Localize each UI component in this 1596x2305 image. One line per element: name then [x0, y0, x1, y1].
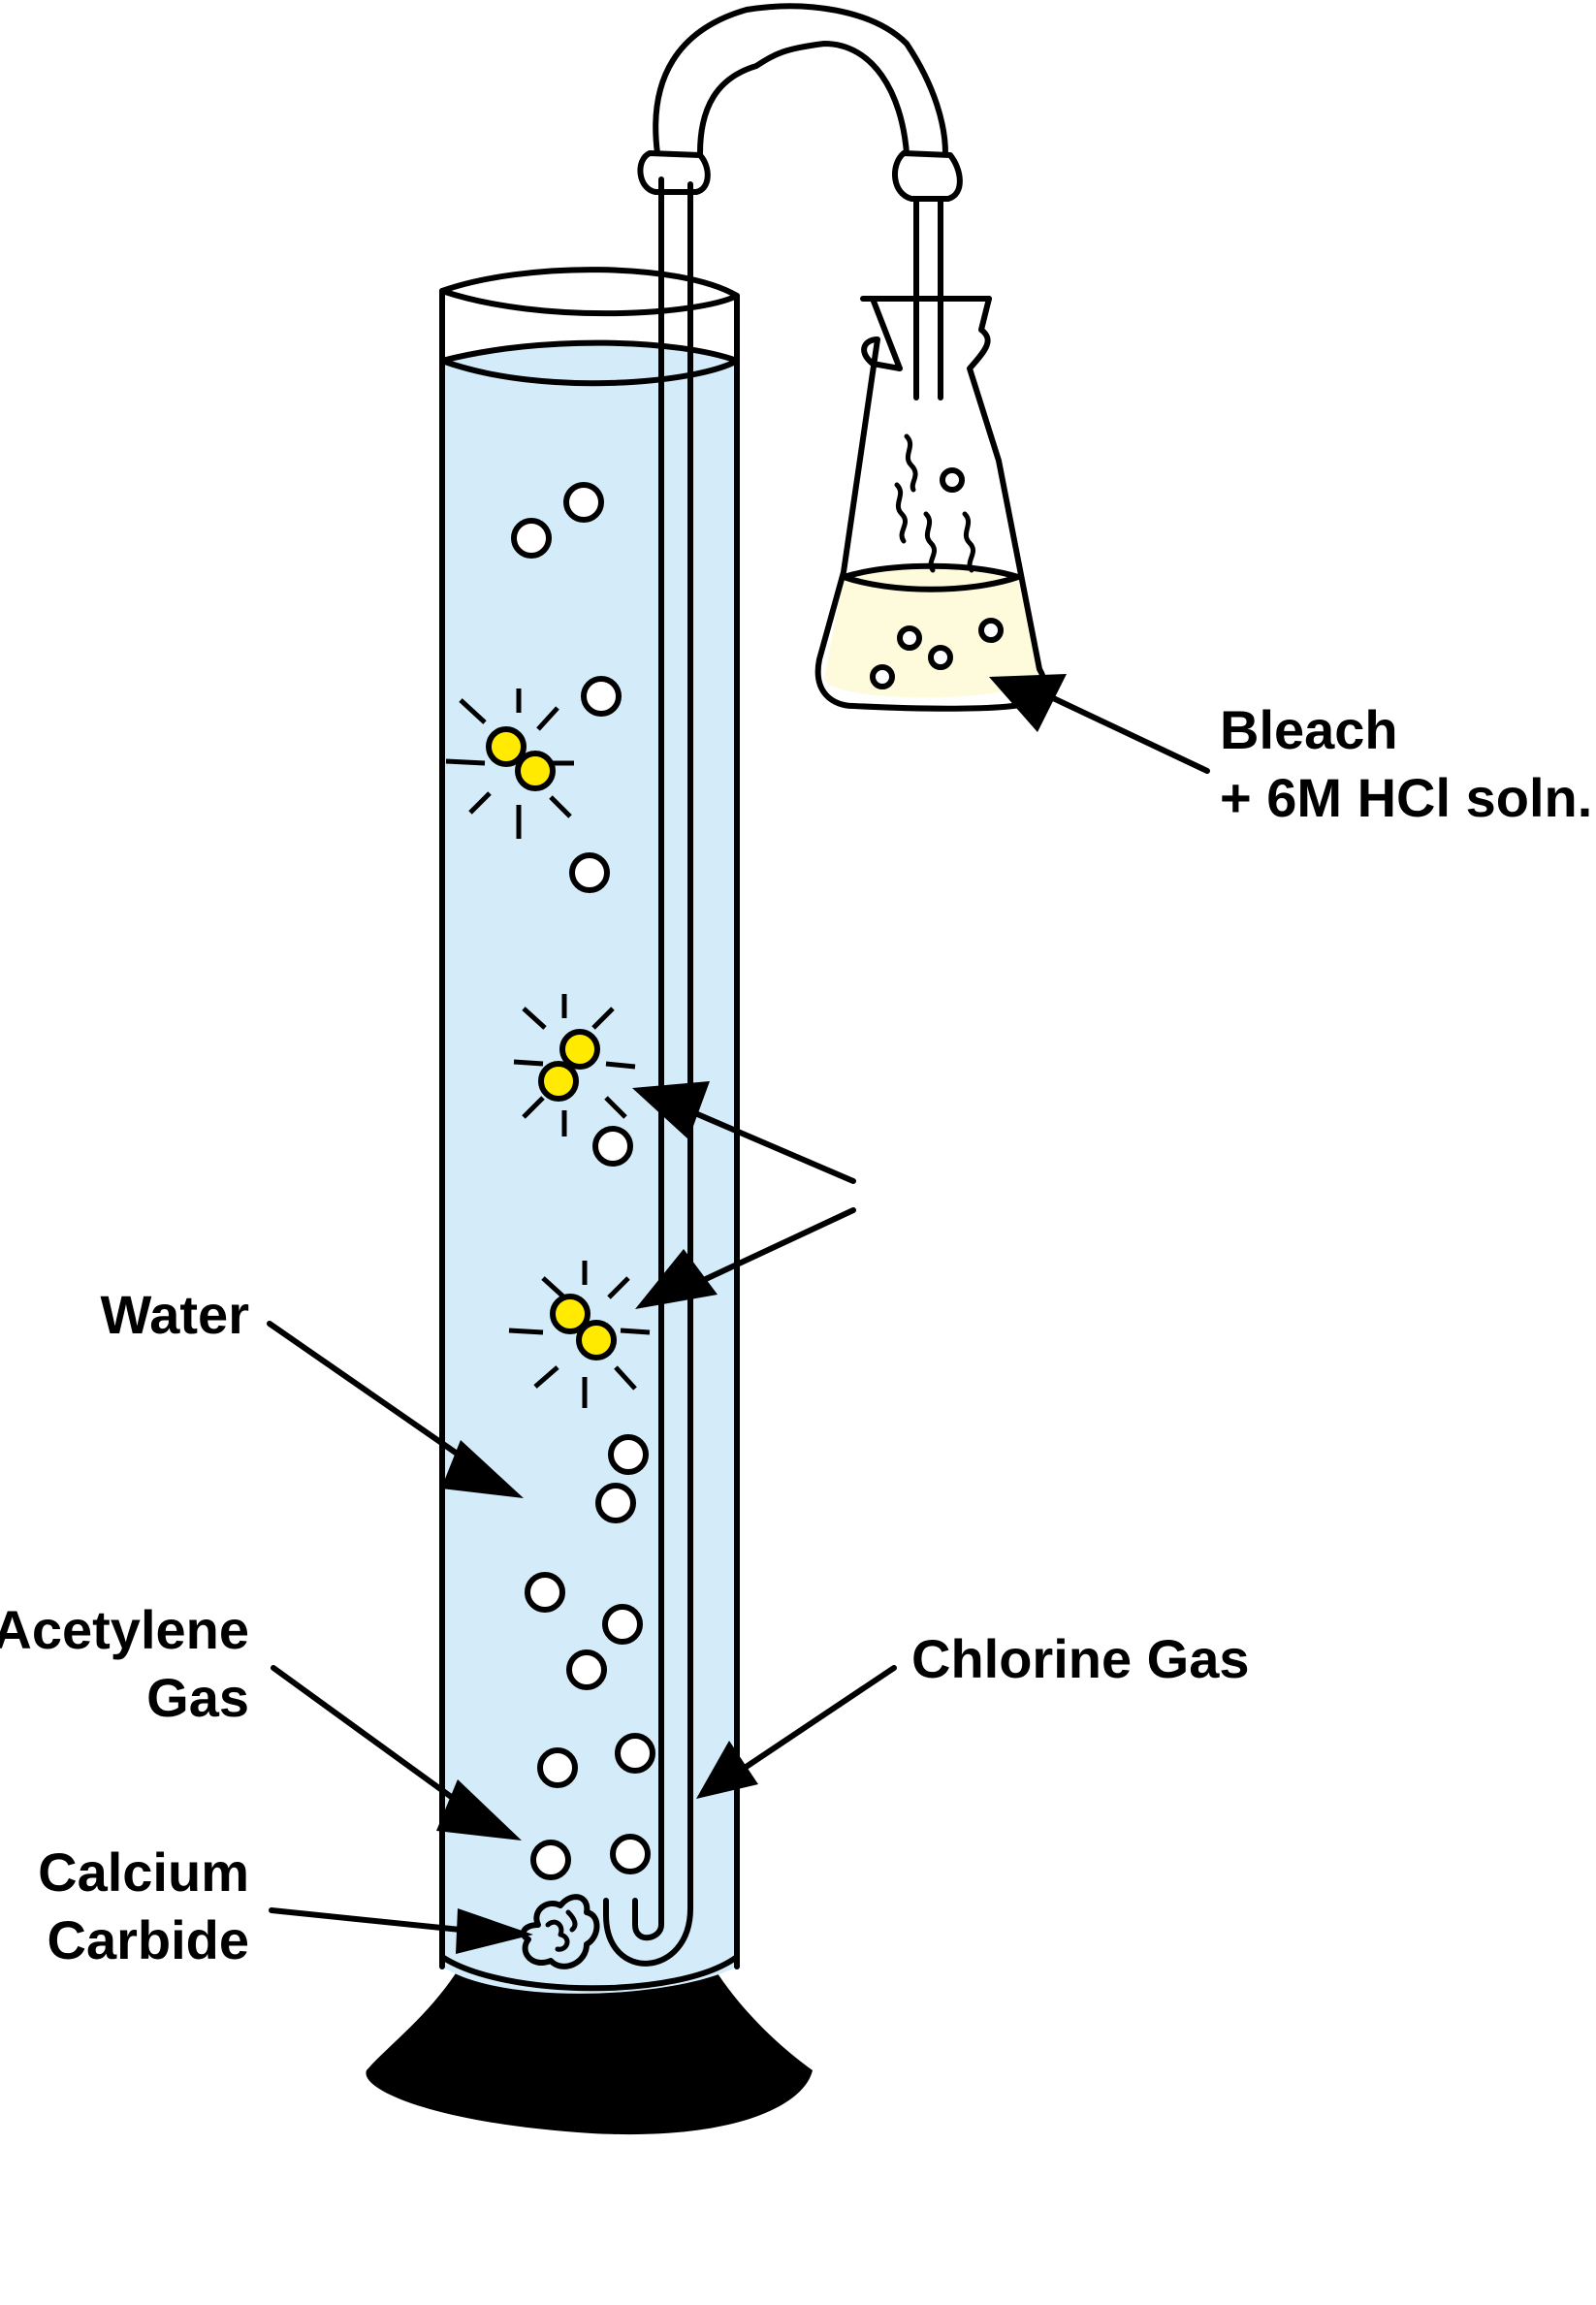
label-carbide: Carbide — [48, 1909, 250, 1970]
reaction-burst-1 — [445, 688, 574, 839]
label-chlorine-gas: Chlorine Gas — [911, 1628, 1250, 1689]
acetylene-bubbles — [511, 482, 655, 1880]
label-acetylene: Acetylene — [0, 1599, 249, 1660]
reaction-burst-3 — [508, 1261, 651, 1408]
label-bleach-hcl: + 6M HCl soln. — [1220, 767, 1592, 828]
label-arrows — [267, 674, 1210, 1954]
label-acetylene-gas: Gas — [146, 1667, 249, 1728]
bleach-solution — [824, 565, 1039, 698]
cylinder-bottom — [439, 1954, 740, 1992]
calcium-carbide-lump — [520, 1894, 600, 1969]
reaction-burst-2 — [513, 994, 636, 1136]
label-water: Water — [100, 1284, 249, 1345]
cylinder-base — [366, 1973, 813, 2135]
flask — [814, 296, 1047, 712]
label-calcium: Calcium — [38, 1841, 249, 1903]
delivery-tube — [603, 3, 963, 1967]
label-bleach: Bleach — [1220, 699, 1398, 760]
